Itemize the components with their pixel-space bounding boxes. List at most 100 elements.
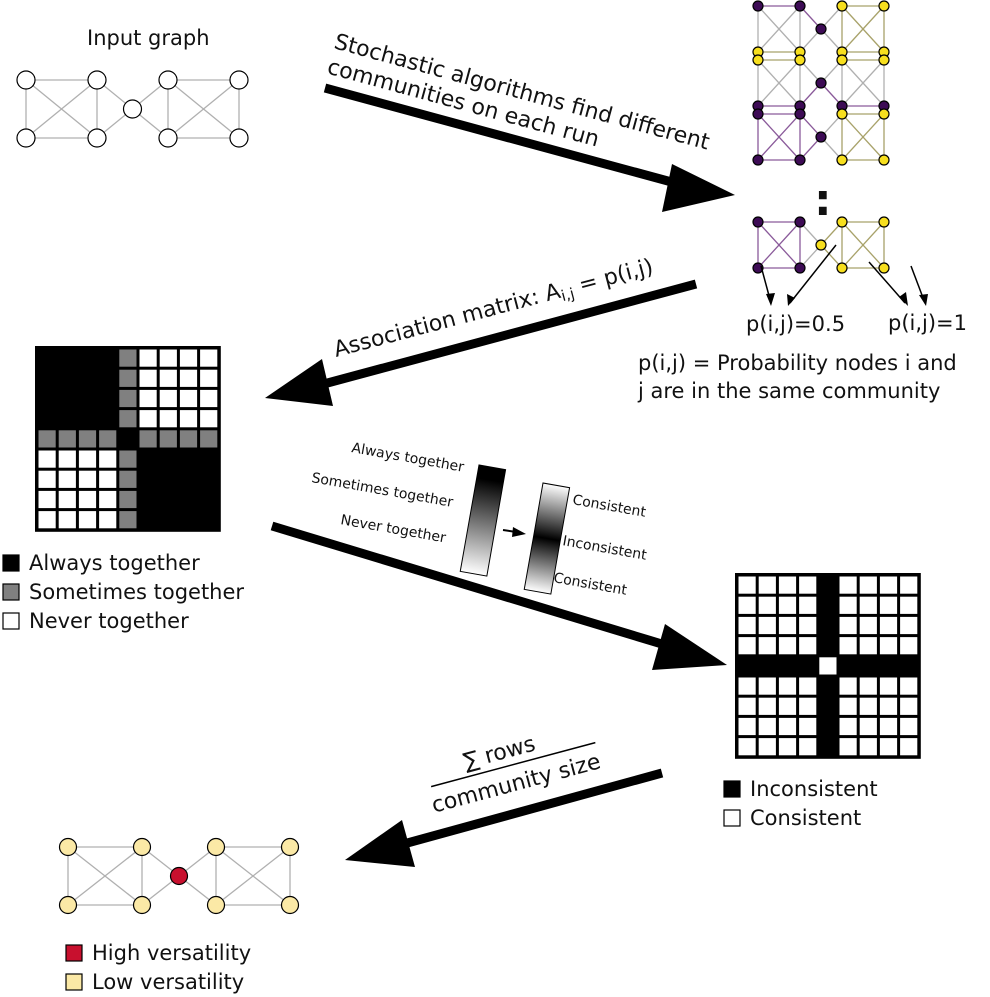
run-graph-node [815,131,827,143]
legend-assoc-label: Always together [29,551,200,575]
cons-cell [738,637,756,655]
assoc-cell [99,349,117,367]
run-graph-node [878,108,890,120]
cons-cell [859,677,877,695]
assoc-cell [200,450,218,468]
cons-cell [839,677,857,695]
cons-cell [778,717,797,736]
run-graph-edge [757,113,801,161]
pij-definition-line2: j are in the same community [637,379,940,403]
vers-graph-node [206,895,226,915]
cons-cell [900,738,918,756]
legend-assoc-swatch [2,583,20,601]
cons-cell [758,738,776,756]
input-graph-title: Input graph [87,26,210,50]
assoc-cell [99,470,117,488]
assoc-cell [119,349,137,367]
consbar-label-bottom: Consistent [552,570,628,599]
cons-cell [758,637,776,655]
assoc-cell [99,389,117,408]
run-graph-node [752,108,764,120]
step4-fraction: ∑ rows community size [429,732,603,819]
input-graph-edge [25,79,98,139]
assoc-cell [58,369,76,387]
cons-cell [819,576,837,594]
cons-cell [839,576,857,594]
cons-cell [879,677,898,695]
step2-suffix: = p(i,j) [570,255,656,300]
cons-cell [859,576,877,594]
run-graph-edge [757,59,801,107]
cons-cell [738,677,756,695]
run-graph-node [878,0,890,12]
vers-graph-node [280,895,300,915]
assoc-cell [78,511,97,529]
assoc-cell [139,430,157,448]
run-graph-node [794,108,806,120]
run-graph-edge [757,221,801,269]
run-graph-node [752,0,764,12]
cons-cell [859,717,877,736]
run-graph-node [878,216,890,228]
assoc-cell [139,511,157,529]
run-graph-node [836,216,848,228]
run-graph-edge [841,5,885,53]
run-graph-node [878,262,890,274]
vers-graph-node [58,837,78,857]
assoc-cell [99,511,117,529]
legend-vers-swatch [65,944,83,962]
cons-cell [879,616,898,635]
assoc-cell [58,410,76,428]
assoc-cell [139,369,157,387]
cons-cell [778,596,797,614]
legend-cons-label: Inconsistent [750,777,878,801]
legend-vers-label: High versatility [92,941,251,965]
assoc-cell [78,430,97,448]
assoc-cell [200,349,218,367]
run-graph-node [836,108,848,120]
cons-cell [879,596,898,614]
runs-ellipsis: : [814,175,832,226]
cons-cell [879,738,898,756]
cons-cell [819,717,837,736]
assoc-cell [38,389,56,408]
assoc-cell [179,389,198,408]
cons-cell [819,697,837,715]
gradient-bar-association [459,464,507,577]
assoc-cell [179,490,198,509]
cons-cell [900,637,918,655]
run-graph-node [752,216,764,228]
arrow-step2 [265,279,698,406]
input-graph-node [87,128,107,148]
pij-arrowheads [766,292,928,306]
assoc-cell [200,490,218,509]
assoc-cell [159,349,177,367]
consbar-label-middle: Inconsistent [561,533,648,564]
legend-assoc-label: Sometimes together [29,580,244,604]
cons-cell [859,697,877,715]
cons-cell [738,616,756,635]
cons-cell [900,596,918,614]
run-2 [752,54,890,112]
assoc-cell [200,470,218,488]
arrow-step3 [270,521,727,670]
pij-label-one: p(i,j)=1 [888,311,967,335]
run-graph-edge [757,5,801,53]
assoc-cell [78,369,97,387]
legend-assoc-swatch [2,554,20,572]
cons-cell [859,738,877,756]
cons-cell [819,657,837,675]
assoc-cell [58,430,76,448]
assoc-cell [119,470,137,488]
consistency-matrix [735,573,921,759]
assoc-cell [200,389,218,408]
cons-cell [738,576,756,594]
assoc-cell [179,511,198,529]
gradbar-label-always: Always together [350,440,465,476]
legend-vers-swatch [65,973,83,991]
step2-subscript: i,j [559,284,576,305]
cons-cell [879,657,898,675]
cons-cell [879,697,898,715]
input-graph-node [16,128,36,148]
run-graph-node [815,239,827,251]
